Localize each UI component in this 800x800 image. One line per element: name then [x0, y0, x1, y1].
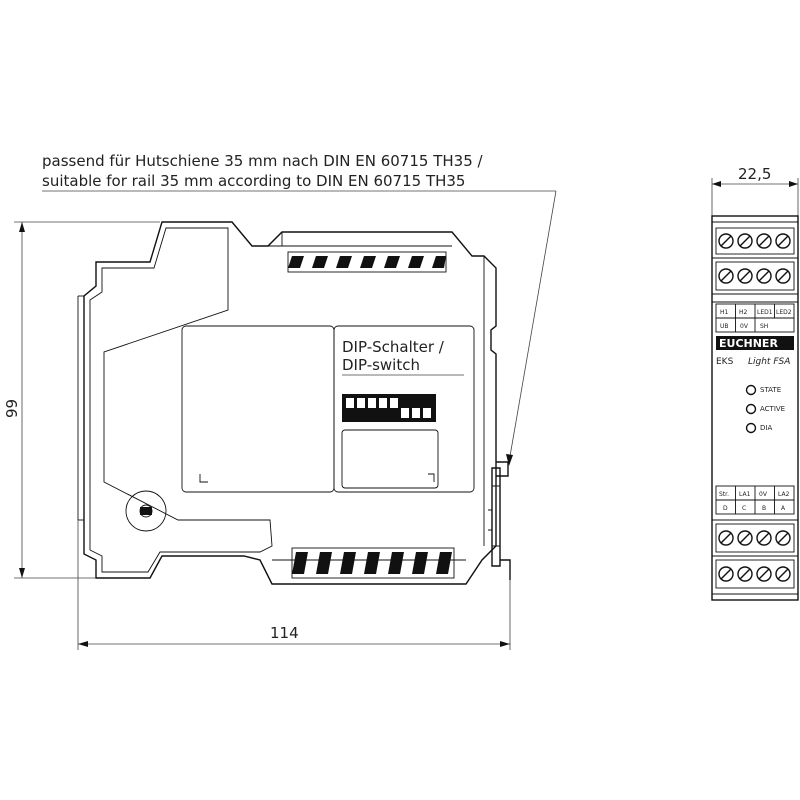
product-name: Light FSA	[748, 357, 790, 367]
top-terminal-fins	[287, 251, 447, 273]
terminal-label-str: Str.	[719, 491, 729, 498]
front-view	[711, 215, 799, 601]
width-dimension-value: 22,5	[738, 165, 771, 183]
led-label-dia: DIA	[760, 424, 772, 432]
terminal-label-c: C	[742, 505, 746, 512]
terminal-label-la2: LA2	[778, 491, 790, 498]
length-dimension	[77, 520, 511, 650]
terminal-label-h1: H1	[720, 309, 729, 316]
product-line: EKS	[716, 357, 734, 367]
width-dimension	[711, 178, 799, 216]
dip-label-line-2: DIP-switch	[342, 356, 420, 374]
terminal-screws-top	[715, 227, 795, 291]
height-dimension-value: 99	[3, 399, 21, 418]
bottom-terminal-fins	[291, 547, 455, 579]
terminal-label-b: B	[762, 505, 766, 512]
terminal-label-h2: H2	[739, 309, 748, 316]
terminal-label-la1: LA1	[739, 491, 751, 498]
length-dimension-value: 114	[270, 624, 299, 642]
brand-logo: EUCHNER	[719, 337, 778, 350]
din-rail-clip	[488, 461, 511, 580]
rail-note-leader	[42, 190, 557, 466]
rail-note-line-1: passend für Hutschiene 35 mm nach DIN EN…	[42, 152, 484, 170]
dip-switch-block	[342, 394, 436, 422]
led-label-state: STATE	[760, 386, 781, 394]
rail-note-line-2: suitable for rail 35 mm according to DIN…	[42, 172, 465, 190]
terminal-label-0v-top: 0V	[740, 323, 749, 330]
terminal-label-ub: UB	[720, 323, 729, 330]
height-dimension	[14, 221, 160, 579]
terminal-label-led1: LED1	[757, 309, 773, 316]
led-label-active: ACTIVE	[760, 405, 785, 413]
terminal-label-0v-bottom: 0V	[759, 491, 768, 498]
terminal-label-d: D	[723, 505, 728, 512]
terminal-screws-bottom	[715, 523, 795, 589]
dip-label-line-1: DIP-Schalter /	[342, 338, 445, 356]
terminal-label-led2: LED2	[776, 309, 792, 316]
terminal-label-sh: SH	[760, 323, 768, 330]
terminal-label-a: A	[781, 505, 786, 512]
